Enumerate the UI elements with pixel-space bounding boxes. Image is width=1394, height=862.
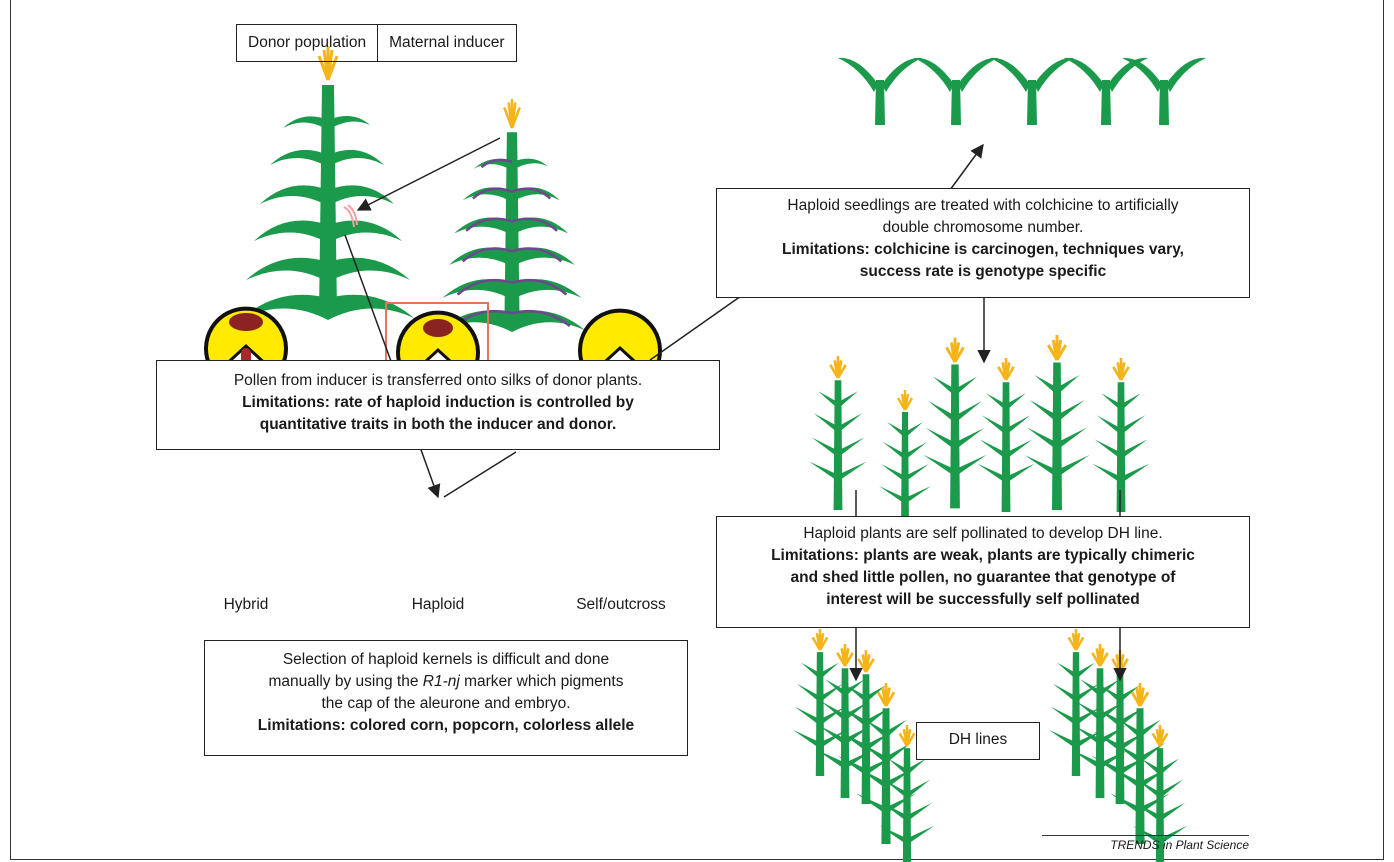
- selection-line-1: Selection of haploid kernels is difficul…: [282, 651, 610, 668]
- self-outcross-label: Self/outcross: [576, 596, 666, 613]
- colchicine-limitation-2: success rate is genotype specific: [859, 263, 1107, 280]
- self-limitation-2: and shed little pollen, no guarantee tha…: [790, 569, 1176, 586]
- selection-line-2: manually by using the R1-nj marker which…: [213, 671, 679, 693]
- self-text: Haploid plants are self pollinated to de…: [803, 525, 1163, 542]
- selection-line-3: the cap of the aleurone and embryo.: [321, 695, 571, 712]
- population-header: Donor population Maternal inducer: [236, 24, 517, 62]
- silk-icon: [343, 204, 358, 228]
- donor-population-label: Donor population: [248, 34, 367, 51]
- dh-cluster-right: [1047, 627, 1189, 862]
- colchicine-text-1: Haploid seedlings are treated with colch…: [787, 197, 1179, 214]
- self-limitation-1: Limitations: plants are weak, plants are…: [771, 547, 1195, 564]
- haploid-label: Haploid: [411, 596, 465, 613]
- dh-cluster-left: [791, 627, 936, 862]
- colchicine-box: Haploid seedlings are treated with colch…: [716, 188, 1250, 298]
- selection-line-2-pre: manually by using the: [268, 673, 423, 690]
- maternal-inducer-label: Maternal inducer: [377, 25, 515, 61]
- self-pollination-box: Haploid plants are self pollinated to de…: [716, 516, 1250, 628]
- selection-box: Selection of haploid kernels is difficul…: [204, 640, 688, 756]
- selection-limitation: Limitations: colored corn, popcorn, colo…: [257, 717, 635, 734]
- self-limitation-3: interest will be successfully self polli…: [826, 591, 1140, 608]
- pollen-limitation-2: quantitative traits in both the inducer …: [259, 416, 617, 433]
- hybrid-label: Hybrid: [223, 596, 269, 613]
- pollen-text: Pollen from inducer is transferred onto …: [233, 372, 643, 389]
- inducer-plant: [437, 97, 587, 334]
- selection-line-2-post: marker which pigments: [459, 673, 624, 690]
- kernel-haploid-icon: [395, 308, 480, 400]
- donor-plant: [240, 44, 416, 322]
- r1nj-marker: R1-nj: [422, 673, 460, 690]
- flow-arrows: [344, 137, 1127, 682]
- pollen-limitation-1: Limitations: rate of haploid induction i…: [242, 394, 634, 411]
- pollen-transfer-box: Pollen from inducer is transferred onto …: [156, 360, 720, 450]
- figure-frame: [10, 0, 1384, 860]
- colchicine-limitation-1: Limitations: colchicine is carcinogen, t…: [782, 241, 1184, 258]
- haploid-plant-row: [808, 333, 1151, 532]
- seedling-row: [838, 57, 1206, 125]
- colchicine-text-2: double chromosome number.: [882, 219, 1084, 236]
- dh-lines-label: DH lines: [916, 722, 1040, 760]
- journal-credit: TRENDS in Plant Science: [1042, 835, 1249, 852]
